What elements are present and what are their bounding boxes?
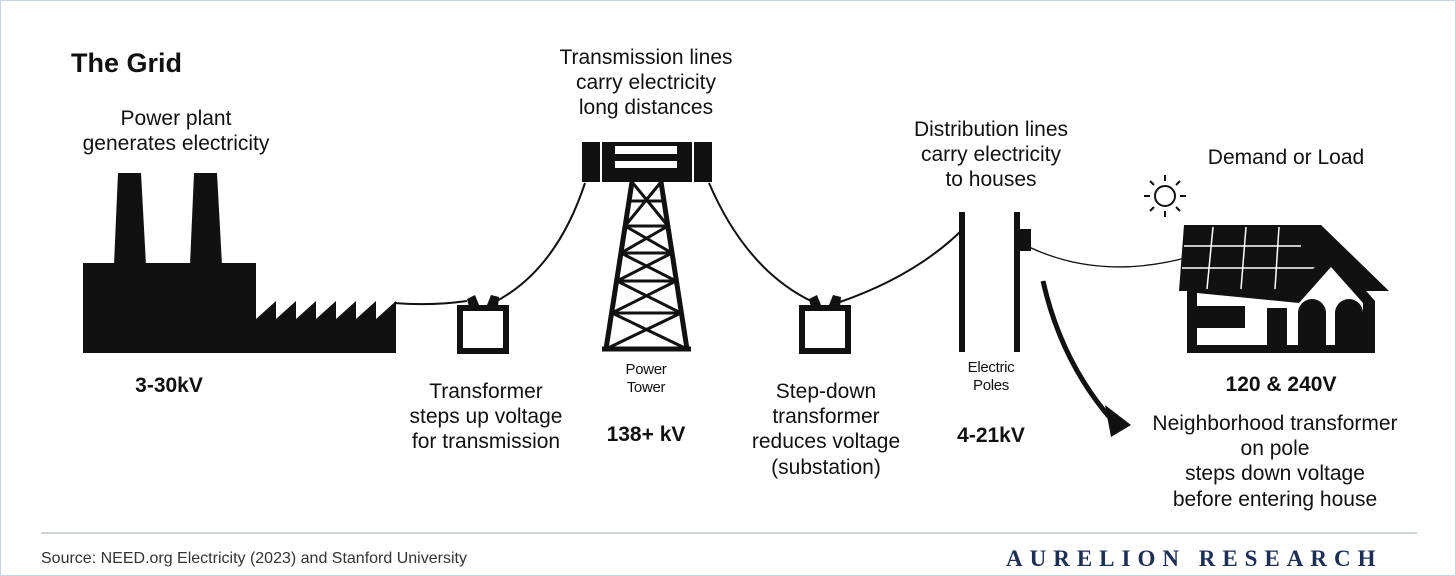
arrow-icon	[1040, 280, 1131, 437]
step-down-line-1: Step-down	[775, 380, 877, 403]
transmission-line-1: Transmission lines	[559, 46, 733, 69]
step-up-line-3: for transmission	[411, 430, 561, 454]
distribution-line-1: Distribution lines	[913, 118, 1069, 141]
step-down-line-3: reduces voltage	[751, 430, 901, 454]
sun-icon	[1144, 175, 1186, 217]
step-down-transformer-label: Step-down transformer reduces voltage (s…	[736, 379, 916, 480]
step-up-transformer-label: Transformer steps up voltage for transmi…	[391, 379, 581, 455]
power-tower-line-1: Power	[625, 361, 667, 378]
step-up-line-1: Transformer	[429, 380, 543, 403]
power-tower-voltage: 138+ kV	[606, 423, 686, 446]
transformer-icon	[457, 295, 509, 354]
distribution-line-2: carry electricity	[920, 143, 1062, 167]
utility-pole-icon	[959, 212, 1031, 352]
electric-poles-line-1: Electric	[967, 359, 1015, 376]
step-up-line-2: steps up voltage	[409, 405, 563, 429]
neighborhood-line-3: steps down voltage	[1185, 462, 1365, 486]
page-title: The Grid	[71, 48, 183, 78]
step-down-line-2: transformer	[772, 405, 880, 429]
house-icon	[1179, 225, 1389, 353]
transmission-line-2: carry electricity	[575, 71, 717, 95]
transmission-lines-label: Transmission lines carry electricity lon…	[541, 45, 751, 121]
demand-voltage: 120 & 240V	[1225, 373, 1337, 396]
power-plant-line-2: generates electricity	[82, 132, 270, 156]
power-tower-label: Power Tower	[606, 361, 686, 397]
brand-logo: AURELION RESEARCH	[1006, 546, 1383, 571]
power-lines	[393, 182, 1190, 306]
neighborhood-transformer-label: Neighborhood transformer on pole steps d…	[1136, 411, 1414, 512]
transformer-icon	[799, 295, 851, 354]
power-tower-icon	[582, 142, 712, 352]
factory-icon	[83, 173, 396, 353]
distribution-lines-label: Distribution lines carry electricity to …	[886, 117, 1096, 193]
power-plant-voltage: 3-30kV	[135, 374, 203, 397]
power-plant-line-1: Power plant	[120, 107, 232, 130]
transmission-line-3: long distances	[578, 96, 714, 120]
source-note: Source: NEED.org Electricity (2023) and …	[41, 550, 467, 567]
step-down-line-4: (substation)	[771, 455, 881, 479]
demand-label: Demand or Load	[1207, 146, 1365, 169]
distribution-line-3: to houses	[945, 168, 1037, 192]
neighborhood-line-4: before entering house	[1172, 487, 1378, 511]
neighborhood-line-1: Neighborhood transformer	[1152, 412, 1398, 435]
electric-poles-line-2: Poles	[972, 377, 1010, 394]
electric-poles-voltage: 4-21kV	[957, 424, 1025, 447]
power-plant-label: Power plant generates electricity	[61, 106, 291, 156]
electric-poles-label: Electric Poles	[951, 359, 1031, 395]
neighborhood-line-2: on pole	[1240, 437, 1310, 461]
power-tower-line-2: Tower	[626, 379, 666, 396]
